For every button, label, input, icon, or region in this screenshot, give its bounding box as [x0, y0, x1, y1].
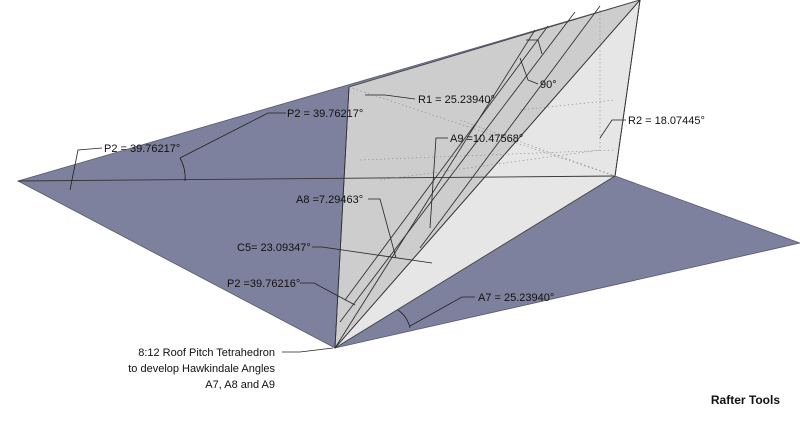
- label-r2: R2 = 18.07445°: [628, 115, 705, 127]
- label-r1: R1 = 25.23940°: [418, 94, 495, 106]
- label-a8: A8 =7.29463°: [296, 194, 363, 206]
- caption-line-1: 8:12 Roof Pitch Tetrahedron: [138, 347, 275, 359]
- brand-label: Rafter Tools: [711, 393, 780, 407]
- label-c5: C5= 23.09347°: [237, 242, 311, 254]
- label-p2-bottom: P2 =39.76216°: [227, 278, 300, 290]
- label-a7: A7 = 25.23940°: [478, 292, 554, 304]
- construction-lines: [348, 10, 616, 181]
- label-right-angle: 90°: [540, 79, 557, 91]
- caption-line-3: A7, A8 and A9: [205, 379, 275, 391]
- label-p2-left: P2 = 39.76217°: [104, 143, 180, 155]
- caption-line-2: to develop Hawkindale Angles: [128, 363, 275, 375]
- edge-lines: [17, 0, 641, 349]
- label-a9: A9 =10.47568°: [450, 133, 523, 145]
- leader-lines: [69, 39, 626, 353]
- label-p2-top: P2 = 39.76217°: [287, 108, 363, 120]
- caption: 8:12 Roof Pitch Tetrahedron to develop H…: [128, 347, 275, 391]
